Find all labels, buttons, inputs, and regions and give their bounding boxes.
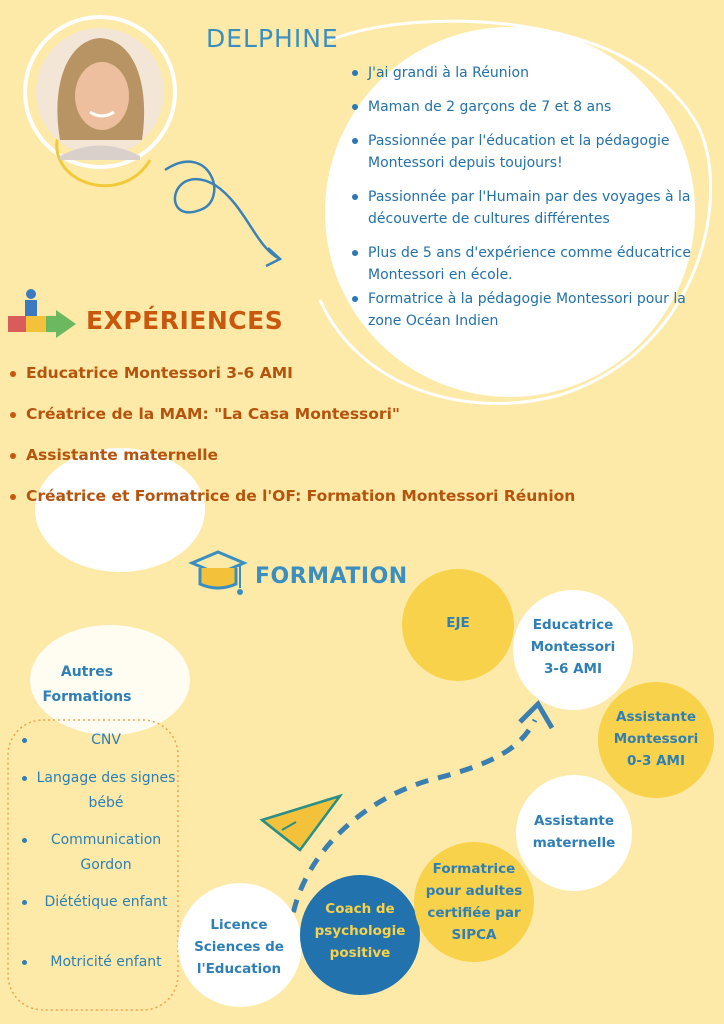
autres-box <box>7 719 179 1011</box>
experiences-title: EXPÉRIENCES <box>86 306 284 335</box>
autres-item: Diététique enfant <box>8 890 178 950</box>
autres-item: Communication Gordon <box>8 828 178 890</box>
path-formatrice: Formatrice pour adultes certifiée par SI… <box>425 861 523 943</box>
profile-name: DELPHINE <box>206 24 339 53</box>
formation-title: FORMATION <box>255 564 408 589</box>
bio-item: Maman de 2 garçons de 7 et 8 ans <box>350 96 710 118</box>
bubble-coach <box>300 875 420 995</box>
swirl-arrow <box>164 160 279 260</box>
path-arrow <box>287 718 538 936</box>
experiences-list: Educatrice Montessori 3-6 AMI Créatrice … <box>8 362 575 526</box>
exp-blob <box>35 448 205 572</box>
bubble-eje <box>402 569 514 681</box>
bio-list: J'ai grandi à la Réunion Maman de 2 garç… <box>350 62 710 344</box>
path-eje: EJE <box>446 615 470 631</box>
bio-item: Passionnée par l'éducation et la pédagog… <box>350 130 710 174</box>
bio-circle-outline <box>318 19 712 405</box>
path-assistante-montessori: Assistante Montessori 0-3 AMI <box>613 709 699 769</box>
bubble-assistante-mont <box>598 682 714 798</box>
autres-formations-title: Autres Formations <box>42 664 132 705</box>
bubble-formatrice <box>414 842 534 962</box>
experience-item: Créatrice de la MAM: "La Casa Montessori… <box>8 403 575 444</box>
bio-item: Plus de 5 ans d'expérience comme éducatr… <box>350 242 710 286</box>
graduation-cap-icon <box>188 550 248 595</box>
experience-item: Créatrice et Formatrice de l'OF: Formati… <box>8 485 575 526</box>
path-educatrice: Educatrice Montessori 3-6 AMI <box>530 617 616 677</box>
path-coach: Coach de psychologie positive <box>314 901 406 961</box>
autres-item: Langage des signes bébé <box>8 766 178 828</box>
autres-formations-list: CNV Langage des signes bébé Communicatio… <box>8 728 178 975</box>
bio-item: Passionnée par l'Humain par des voyages … <box>350 186 710 230</box>
bio-item: J'ai grandi à la Réunion <box>350 62 710 84</box>
bio-item: Formatrice à la pédagogie Montessori pou… <box>350 288 710 332</box>
bio-circle <box>325 27 695 397</box>
autres-item: CNV <box>8 728 178 766</box>
avatar-face <box>75 62 129 130</box>
bubble-assistante-mat <box>516 775 632 891</box>
autres-blob <box>30 625 190 735</box>
paper-plane-icon <box>259 793 344 852</box>
path-licence: Licence Sciences de l'Education <box>194 917 284 977</box>
experience-item: Educatrice Montessori 3-6 AMI <box>8 362 575 403</box>
path-assistante-maternelle: Assistante maternelle <box>532 813 616 851</box>
bubble-licence <box>178 883 302 1007</box>
bubble-educatrice <box>513 590 633 710</box>
autres-item: Motricité enfant <box>8 950 178 975</box>
photo-ring <box>23 15 177 169</box>
puzzle-arrow-icon <box>8 289 76 338</box>
experience-item: Assistante maternelle <box>8 444 575 485</box>
